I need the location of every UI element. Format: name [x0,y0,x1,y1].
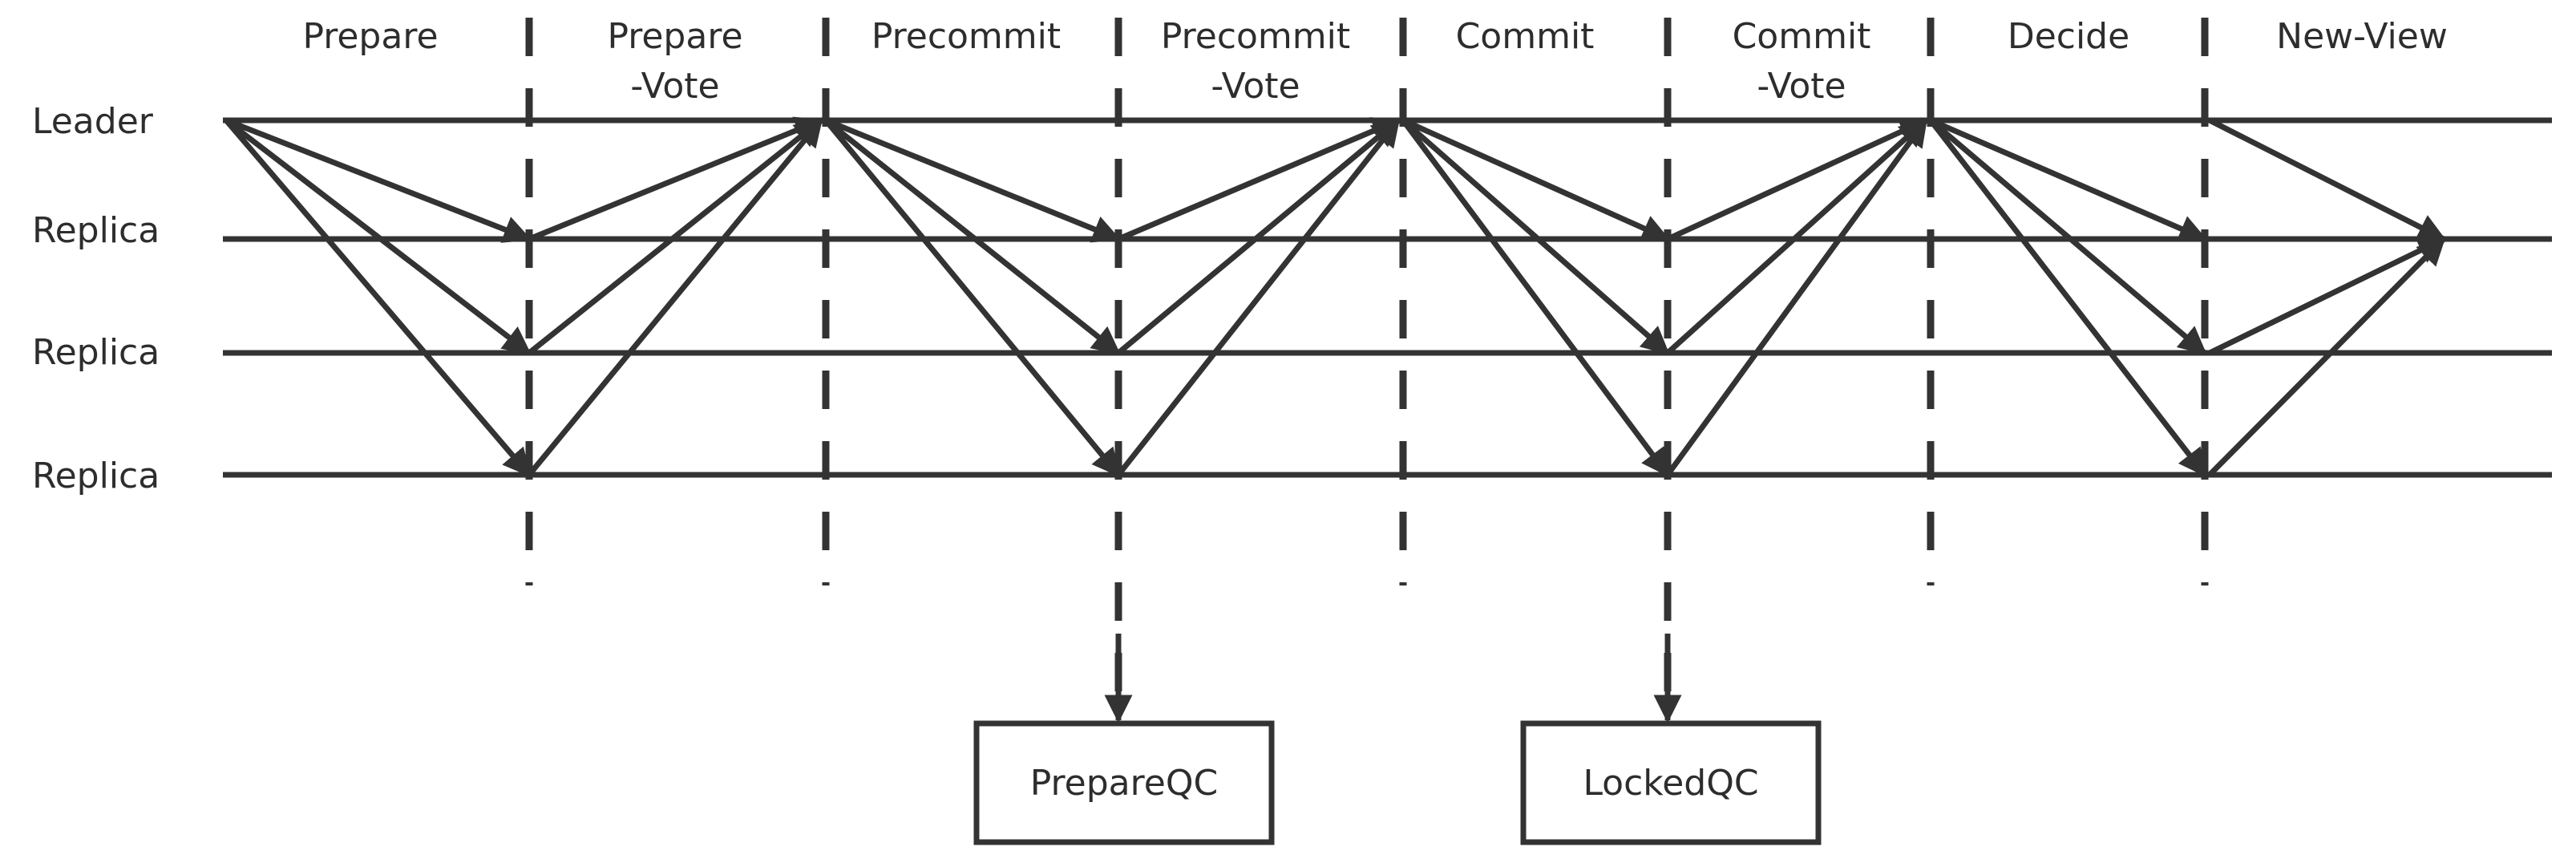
qc-annotations: PrepareQC LockedQC [973,634,1822,845]
decide-message-arrow [1928,118,2207,355]
phase-label-precommit: Precommit [871,16,1061,57]
role-label-leader: Leader [32,101,154,142]
precommit-vote-arrow [1116,118,1401,477]
phase-label-prepare-vote-line2: -Vote [630,66,719,107]
role-label-replica-3: Replica [32,456,160,496]
precommit-message-arrow [823,118,1121,477]
commit-message-arrow [1401,117,1671,242]
prepare-vote-arrow [527,118,823,477]
phase-label-commit-vote: Commit [1733,16,1871,57]
new-view-arrow [2208,236,2447,356]
precommit-vote-arrow [1116,118,1401,355]
phase-label-precommit-vote: Precommit [1161,16,1350,57]
prepare-vote-arrow [527,118,823,355]
prepare-qc-box [973,720,1275,845]
commit-message-arrow [1401,118,1670,355]
phase-label-prepare-vote: Prepare [607,16,742,57]
prepare-message-arrow [224,118,532,477]
commit-vote-arrow [1665,118,1928,477]
precommit-vote-arrow [1117,117,1401,242]
phase-label-precommit-vote-line2: -Vote [1211,66,1300,107]
prepare-message-arrow [224,117,532,243]
role-label-replica-1: Replica [32,210,160,251]
prepare-vote-arrow [528,116,824,242]
phase-label-prepare: Prepare [302,16,438,57]
phase-label-decide: Decide [2008,16,2129,57]
new-view-arrow [2207,237,2446,477]
prepare-qc-label: PrepareQC [1030,763,1218,804]
new-view-arrow [2208,117,2447,242]
precommit-message-arrow [823,118,1121,355]
locked-qc-box [1520,720,1822,845]
phase-labels: Prepare Prepare -Vote Precommit Precommi… [302,16,2447,107]
phase-label-commit-vote-line2: -Vote [1757,66,1846,107]
locked-qc-label: LockedQC [1583,763,1758,804]
phase-label-new-view: New-View [2276,16,2448,57]
decide-message-arrow [1929,117,2208,242]
role-label-replica-2: Replica [32,332,160,373]
decide-message-arrow [1928,118,2207,477]
role-labels: Leader Replica Replica Replica [32,101,160,496]
commit-vote-arrow [1665,118,1928,355]
precommit-message-arrow [824,117,1122,243]
message-arrows [224,116,2447,477]
phase-label-commit: Commit [1456,16,1595,57]
commit-vote-arrow [1666,117,1929,242]
prepare-message-arrow [224,118,532,355]
commit-message-arrow [1401,118,1670,477]
